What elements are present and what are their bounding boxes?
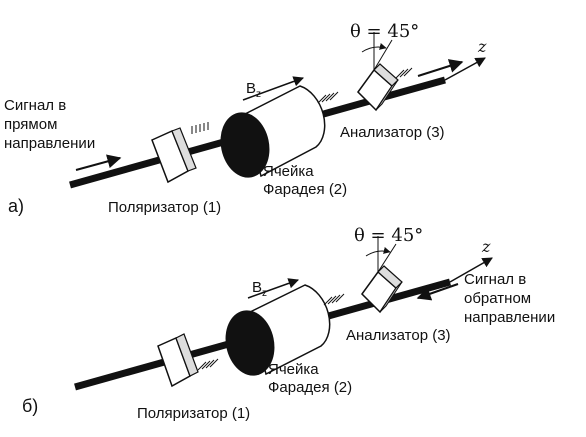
faraday-label-a: Ячейка Фарадея (2) — [263, 163, 347, 198]
analyzer-label-a: Анализатор (3) — [340, 124, 445, 141]
signal-label-b: Сигнал в обратном направлении — [464, 271, 555, 326]
signal-label-a: Сигнал в прямом направлении — [4, 97, 95, 152]
faraday-cell-b — [225, 284, 331, 376]
polarizer-label-b: Поляризатор (1) — [137, 405, 250, 422]
analyzer-b — [361, 236, 403, 314]
panel-label-a: а) — [8, 196, 24, 216]
input-signal-arrow-a — [75, 154, 122, 171]
polarizer-label-a: Поляризатор (1) — [108, 199, 221, 216]
field-arrow-b — [247, 278, 299, 299]
panel-label-b: б) — [22, 396, 38, 416]
backward-signal-arrow-b — [416, 283, 459, 301]
z-axis-a — [444, 57, 486, 81]
analyzer-label-b: Анализатор (3) — [346, 327, 451, 344]
z-axis-label-a: z — [477, 37, 487, 56]
panel-a: z Bz — [4, 21, 487, 216]
output-signal-arrow-a — [417, 59, 464, 77]
faraday-label-b: Ячейка Фарадея (2) — [268, 361, 352, 396]
field-label-b: Bz — [252, 279, 267, 299]
angle-label-a: θ = 45° — [350, 21, 419, 42]
z-axis-label-b: z — [481, 237, 491, 256]
hatch-b — [323, 293, 345, 306]
z-axis-b — [449, 257, 493, 283]
field-arrow-a — [242, 76, 304, 101]
field-label-a: Bz — [246, 80, 261, 100]
polarizer-a — [151, 122, 209, 184]
angle-label-b: θ = 45° — [354, 225, 423, 246]
hatch-a — [317, 91, 339, 104]
analyzer-a — [357, 32, 413, 112]
panel-b: z Bz — [22, 225, 555, 422]
polarizer-b — [157, 333, 219, 388]
faraday-cell-a — [220, 85, 326, 178]
